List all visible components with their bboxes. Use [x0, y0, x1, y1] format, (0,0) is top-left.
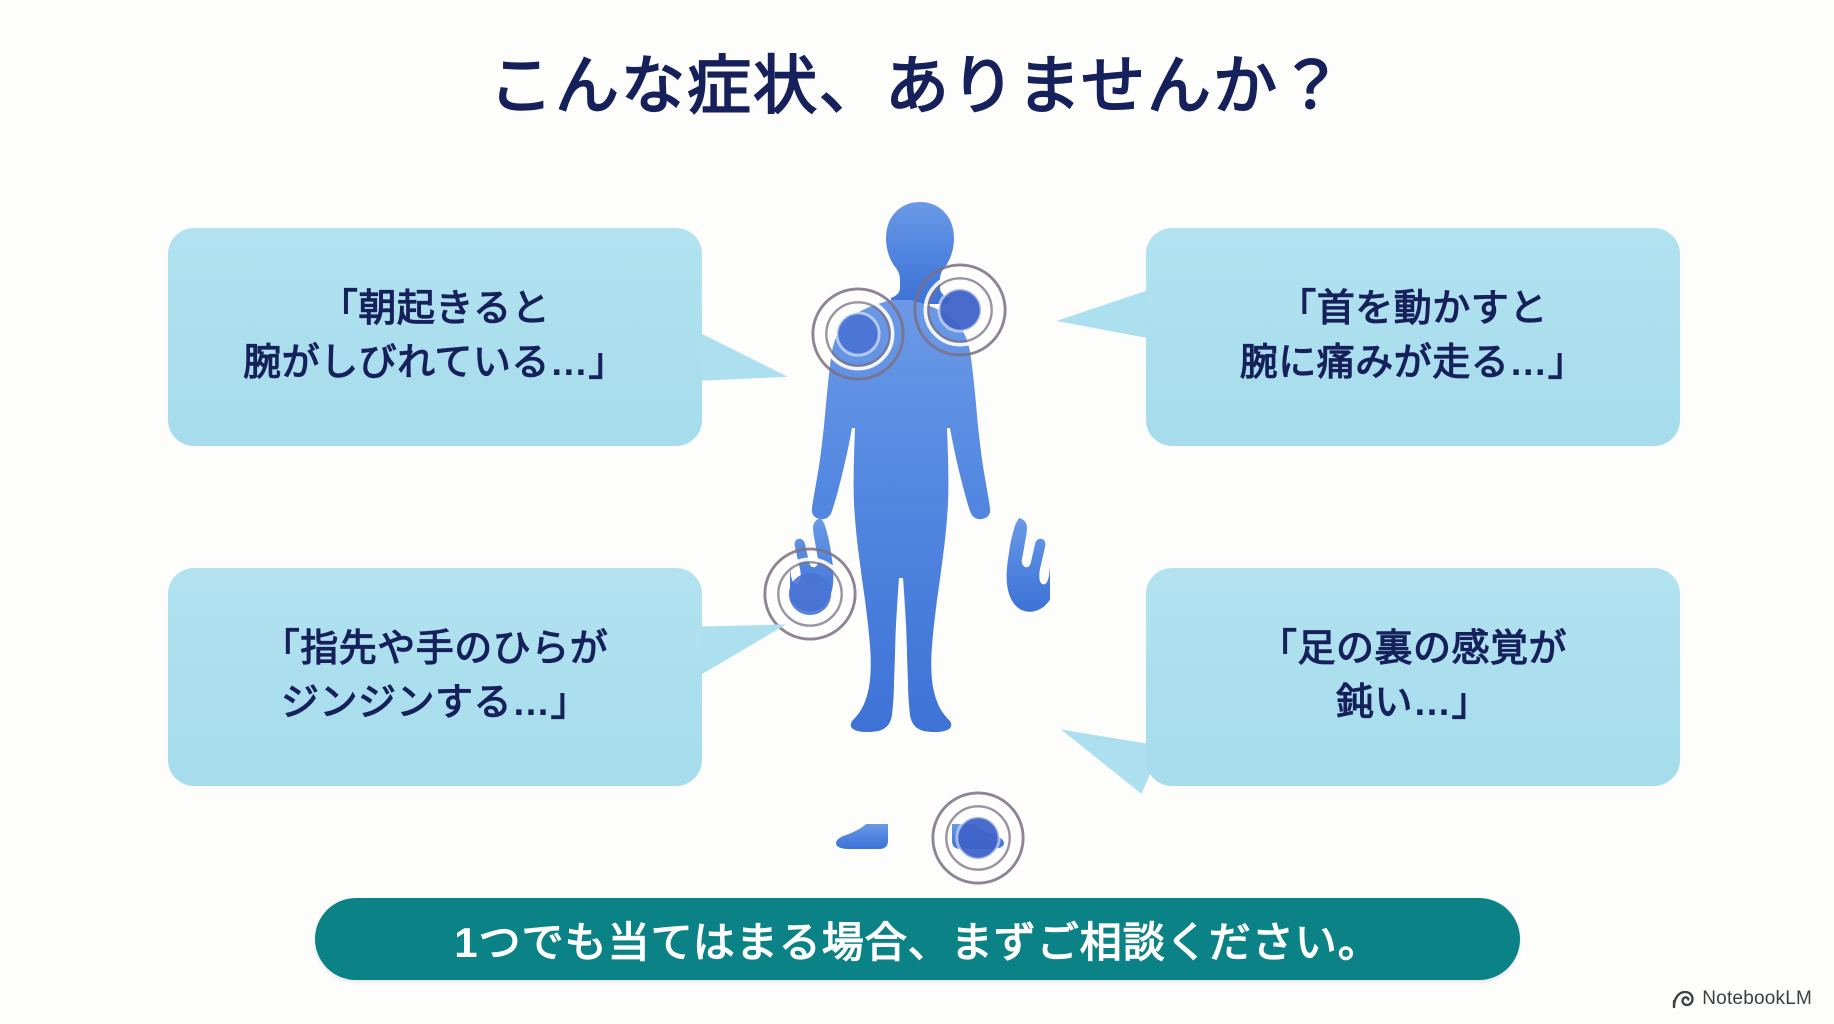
symptom-text-line1: 「朝起きると: [319, 288, 551, 331]
body-silhouette-shape: [790, 202, 1050, 849]
symptom-bubble-top-right: 「首を動かすと 腕に痛みが走る…」: [1146, 228, 1680, 446]
pain-marker-shoulder: [810, 286, 906, 382]
symptom-text-line1: 「足の裏の感覚が: [1258, 628, 1567, 671]
symptom-text-line2: 腕に痛みが走る…」: [1239, 342, 1587, 384]
notebooklm-watermark: NotebookLM: [1672, 988, 1812, 1010]
symptom-text-line1: 「指先や手のひらが: [261, 628, 609, 671]
pain-marker-foot: [930, 790, 1026, 886]
pain-marker-hand: [762, 546, 858, 642]
symptom-bubble-bottom-left: 「指先や手のひらが ジンジンする…」: [168, 568, 702, 786]
call-to-action-banner: 1つでも当てはまる場合、まずご相談ください。: [315, 898, 1520, 980]
page-title: こんな症状、ありませんか？: [488, 50, 1346, 122]
pain-marker-neck: [912, 262, 1008, 358]
notebooklm-spiral-icon: [1672, 989, 1694, 1009]
call-to-action-text: 1つでも当てはまる場合、まずご相談ください。: [454, 918, 1381, 966]
symptom-text-line2: 鈍い…」: [1335, 682, 1490, 724]
symptom-bubble-bottom-right: 「足の裏の感覚が 鈍い…」: [1146, 568, 1680, 786]
human-body-illustration: [790, 196, 1050, 856]
symptom-text-line2: 腕がしびれている…」: [243, 342, 627, 384]
bubble-tail-top-right: [1054, 288, 1158, 347]
symptom-text-line1: 「首を動かすと: [1278, 288, 1548, 331]
notebooklm-label: NotebookLM: [1702, 988, 1812, 1009]
symptom-text-line2: ジンジンする…」: [280, 682, 589, 724]
symptom-bubble-top-left: 「朝起きると 腕がしびれている…」: [168, 228, 702, 446]
